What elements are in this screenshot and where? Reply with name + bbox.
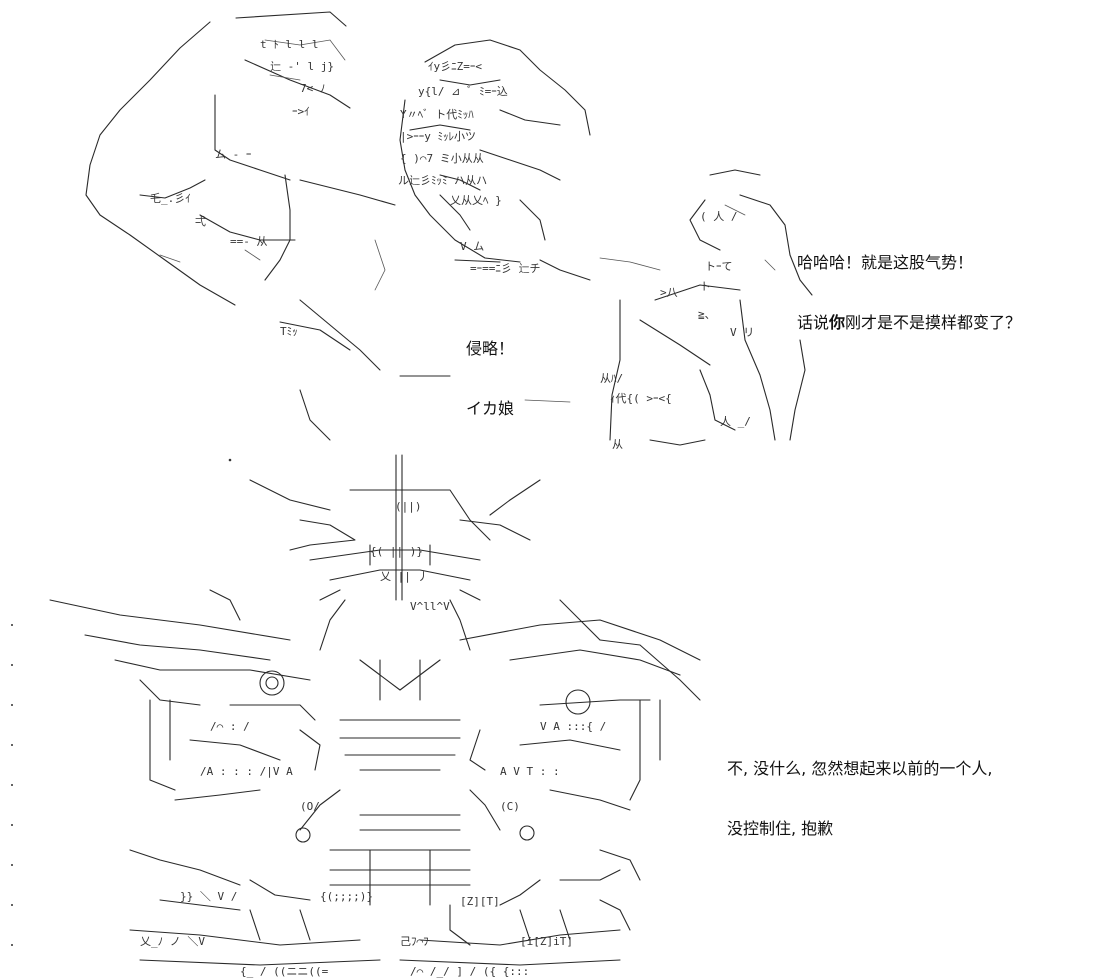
svg-text:乂 || 丿: 乂 || 丿	[380, 570, 429, 583]
svg-text:[Z][T]: [Z][T]	[460, 895, 500, 908]
svg-text:t ﾄ l l l: t ﾄ l l l	[260, 38, 318, 51]
svg-text:乂从乂ﾍ }: 乂从乂ﾍ }	[450, 194, 502, 207]
dialog-laughing-girl: 哈哈哈！就是这股气势！ 话说你刚才是不是摸样都变了？	[797, 213, 1021, 373]
svg-text:V^ll^V: V^ll^V	[410, 600, 450, 613]
svg-text:辷 -' l j}: 辷 -' l j}	[270, 60, 334, 73]
svg-text:从ﾊ/: 从ﾊ/	[600, 372, 623, 385]
dialog-line: 话说你刚才是不是摸样都变了？	[797, 313, 1021, 333]
dialog-invasion: 侵略！ イカ娘	[466, 299, 514, 459]
small-character-details	[524, 204, 776, 403]
svg-text:乇_.彡ｲ: 乇_.彡ｲ	[150, 192, 191, 205]
svg-text:=ｰ==ﾆ彡 辷チ: =ｰ==ﾆ彡 辷チ	[470, 262, 541, 275]
flexing-arm-shading	[159, 39, 386, 291]
svg-text:}} ＼ V /: }} ＼ V /	[180, 890, 237, 903]
svg-text:>八: >八	[660, 286, 678, 299]
svg-text:ト: ト	[700, 280, 711, 293]
svg-text:{( || )}: {( || )}	[370, 545, 423, 558]
svg-text:ｲy彡ﾆZ=ｰ<: ｲy彡ﾆZ=ｰ<	[428, 60, 482, 73]
dialog-line: 不, 没什么, 忽然想起来以前的一个人,	[727, 759, 993, 778]
svg-text:V A :::{ /: V A :::{ /	[540, 720, 606, 733]
figure-head-art	[399, 39, 591, 281]
dialog-emphasis: 你	[829, 313, 846, 332]
svg-text:Tﾐｯ: Tﾐｯ	[280, 325, 298, 338]
svg-text:[i[Z]iT]: [i[Z]iT]	[520, 935, 573, 948]
svg-text:ル辷彡ﾐｯﾐ ハ从ハ: ル辷彡ﾐｯﾐ ハ从ハ	[398, 174, 487, 187]
svg-text:从: 从	[612, 438, 623, 451]
svg-text:乂_ﾉ ノ ＼V: 乂_ﾉ ノ ＼V	[140, 935, 205, 948]
svg-text:(||): (||)	[395, 500, 422, 513]
svg-text:Y〃ﾍﾞ ト代ﾐｯﾊ: Y〃ﾍﾞ ト代ﾐｯﾊ	[400, 108, 474, 121]
dialog-fragment: 话说	[797, 313, 830, 332]
scattered-marks	[11, 458, 232, 946]
svg-text:A V T : :: A V T : :	[500, 765, 560, 778]
svg-text:ム - ｰ: ム - ｰ	[215, 148, 251, 161]
figure-glyph-texture: ｲy彡ﾆZ=ｰ< y{l/ ⊿ ﾞ ﾐ=ｰ込 Y〃ﾍﾞ ト代ﾐｯﾊ |>ｰｰy …	[150, 38, 754, 451]
dialog-fragment: 刚才是不是摸样都变了？	[845, 313, 1022, 332]
svg-text:/⌒ : /: /⌒ : /	[210, 720, 250, 733]
dialog-line: イカ娘	[466, 399, 515, 418]
dialog-line: 没控制住, 抱歉	[727, 819, 834, 838]
svg-text:{ )⌒7 ミ小从从: { )⌒7 ミ小从从	[400, 152, 484, 165]
svg-text:V リ: V リ	[730, 326, 754, 339]
small-character-art	[609, 169, 813, 446]
svg-text:人 _/: 人 _/	[720, 415, 751, 428]
svg-text:弌: 弌	[195, 215, 206, 228]
svg-text:(C): (C)	[500, 800, 520, 813]
svg-text:(O/: (O/	[300, 800, 320, 813]
svg-text:{(;;;;)}: {(;;;;)}	[320, 890, 373, 903]
svg-text:( 人 /: ( 人 /	[700, 210, 738, 223]
dialog-line: 哈哈哈！就是这股气势！	[797, 253, 974, 272]
svg-text:{_ / ((ニニ((=: {_ / ((ニニ((=	[240, 965, 329, 978]
svg-text:ｰ>ｲ: ｰ>ｲ	[292, 105, 310, 118]
mecha-art	[49, 454, 701, 966]
svg-text:7< ﾉ: 7< ﾉ	[300, 82, 325, 95]
svg-text:≧、: ≧、	[698, 308, 716, 321]
svg-text:トｰて: トｰて	[705, 260, 733, 273]
svg-text:V ム: V ム	[460, 240, 484, 253]
flexing-arm-art	[85, 11, 451, 441]
mecha-glyph-texture: }} ＼ V / 乂_ﾉ ノ ＼V [Z][T] [i[Z]iT] 己ﾌ⌒ﾌ {…	[140, 500, 606, 978]
svg-text:y{l/ ⊿ ﾞ ﾐ=ｰ込: y{l/ ⊿ ﾞ ﾐ=ｰ込	[418, 85, 508, 98]
svg-text:己ﾌ⌒ﾌ: 己ﾌ⌒ﾌ	[400, 935, 429, 948]
svg-text:/⌒ /_/ ] / ({ {:::: /⌒ /_/ ] / ({ {:::	[410, 965, 529, 978]
svg-text:|>ｰｰy ﾐｯﾚ小ツ: |>ｰｰy ﾐｯﾚ小ツ	[400, 130, 476, 143]
dialog-apology: 不, 没什么, 忽然想起来以前的一个人, 没控制住, 抱歉	[727, 719, 992, 879]
dialog-line: 侵略！	[466, 339, 515, 358]
svg-text:ｨ代{( >ｰ<{: ｨ代{( >ｰ<{	[610, 392, 672, 405]
svg-text:==- 从: ==- 从	[230, 235, 268, 248]
svg-text:/A : : : /|V A: /A : : : /|V A	[200, 765, 293, 778]
